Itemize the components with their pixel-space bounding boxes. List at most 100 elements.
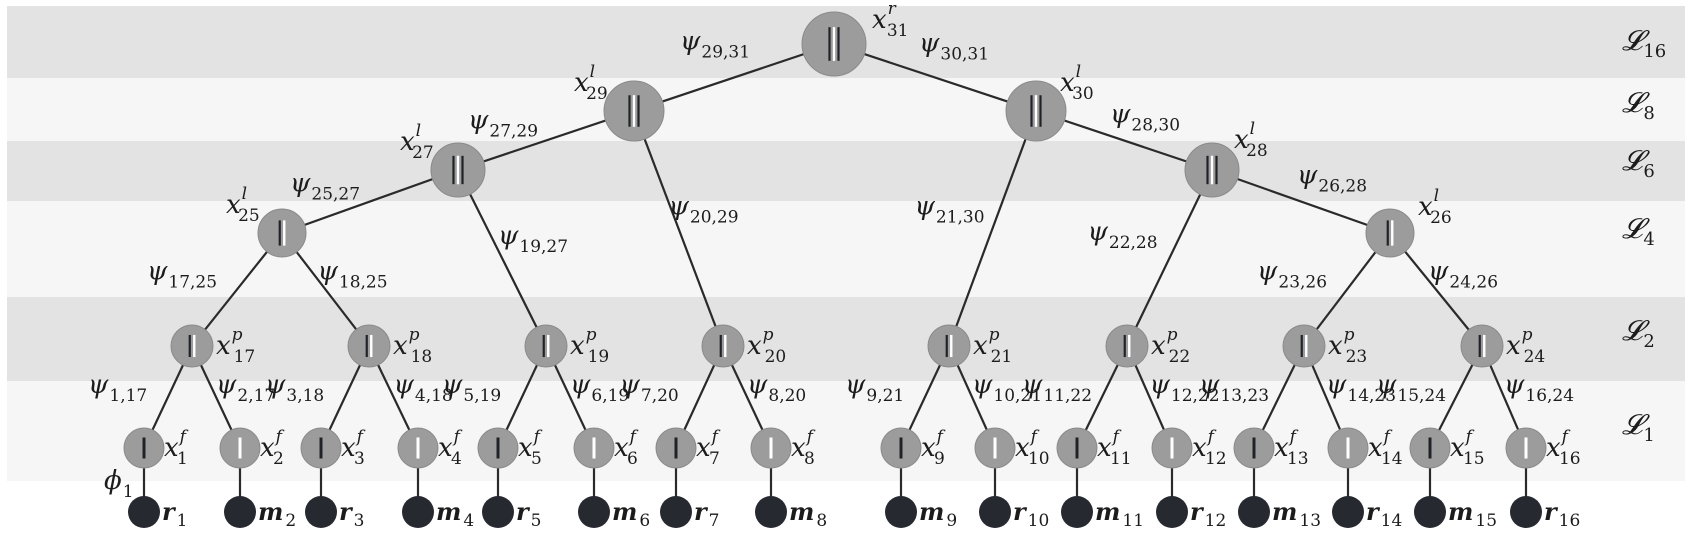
level-band (7, 381, 1685, 481)
edge-label: ψ10,21 (972, 370, 1042, 406)
edge-label: ψ7,20 (620, 370, 679, 406)
edge-label: ψ22,28 (1088, 217, 1158, 253)
edge-label: ψ26,28 (1297, 161, 1367, 197)
observation-node (1238, 496, 1270, 528)
level-bands (7, 6, 1685, 481)
variable-node (123, 427, 165, 469)
factor-edge (632, 110, 725, 347)
observation-node (1156, 496, 1188, 528)
edge-label: ψ9,21 (845, 370, 904, 406)
unary-factor-label: ϕ1 (104, 466, 134, 502)
observation-node (660, 496, 692, 528)
variable-node (257, 208, 307, 258)
variable-node (219, 427, 261, 469)
variable-node (880, 427, 922, 469)
variable-node (1327, 427, 1369, 469)
observation-node (1332, 496, 1364, 528)
variable-node (573, 427, 615, 469)
variable-node (1151, 427, 1193, 469)
edge-label: ψ5,19 (442, 370, 501, 406)
edge-label: ψ24,26 (1428, 257, 1498, 293)
level-label: 𝓛16 (1622, 24, 1666, 62)
observation-node (1061, 496, 1093, 528)
variable-node (801, 11, 867, 77)
edge-label: ψ30,31 (919, 29, 989, 65)
level-band (7, 141, 1685, 201)
edge-label: ψ15,24 (1376, 370, 1446, 406)
variable-node (300, 427, 342, 469)
observation-node (128, 496, 160, 528)
observation-nodes (128, 496, 1542, 528)
level-label: 𝓛6 (1622, 144, 1655, 182)
observation-node (1510, 496, 1542, 528)
edge-label: ψ25,27 (290, 169, 360, 205)
variable-node (430, 142, 486, 198)
variable-node (655, 427, 697, 469)
variable-node (1505, 427, 1547, 469)
factor-edge (947, 110, 1038, 347)
edge-label: ψ28,30 (1110, 100, 1180, 136)
variable-node (1460, 324, 1504, 368)
edge-label: ψ17,25 (147, 257, 217, 293)
edge-label: ψ4,18 (394, 370, 453, 406)
factor-edge (1126, 169, 1213, 347)
factor-edge (457, 109, 635, 172)
variable-node (347, 324, 391, 368)
edge-label: ψ3,18 (265, 370, 324, 406)
factor-edge (833, 42, 1037, 113)
observation-node (224, 496, 256, 528)
edge-label: ψ1,17 (88, 370, 147, 406)
factor-edge (457, 169, 547, 347)
edge-label: ψ19,27 (498, 221, 568, 257)
observation-node (305, 496, 337, 528)
variable-node (397, 427, 439, 469)
observation-node (578, 496, 610, 528)
variable-node (1005, 80, 1067, 142)
edge-label: ψ12,22 (1150, 370, 1220, 406)
variable-node (1409, 427, 1451, 469)
edge-label: ψ20,29 (669, 192, 739, 228)
variable-node (974, 427, 1016, 469)
edge-label: ψ23,26 (1257, 257, 1327, 293)
variable-node (524, 324, 568, 368)
variable-node (477, 427, 519, 469)
variable-node (1184, 142, 1240, 198)
variable-node (750, 427, 792, 469)
variable-node (1282, 324, 1326, 368)
observation-node (482, 496, 514, 528)
variable-node (701, 324, 745, 368)
observation-node (885, 496, 917, 528)
edge-label: ψ27,29 (468, 106, 538, 142)
variable-node (1105, 324, 1149, 368)
variable-nodes (123, 11, 1547, 469)
observation-node (755, 496, 787, 528)
